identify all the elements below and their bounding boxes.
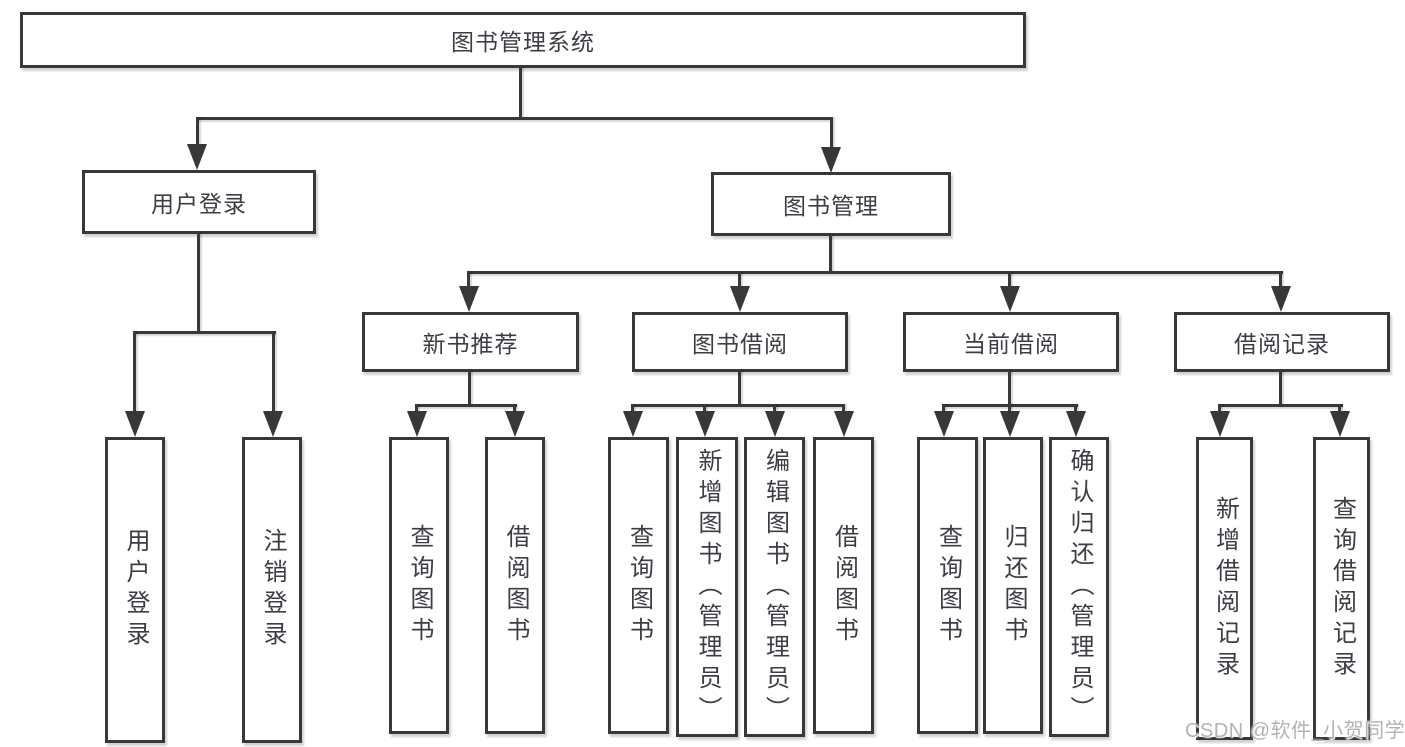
arrowhead-leaf-user-login [125,411,145,437]
leaf-br-add-record: 新增借阅记录 [1196,437,1253,740]
connector-nbr-stem [468,370,471,407]
connector-bb-stem [738,370,741,407]
node-book-borrowing: 图书借阅 [632,312,848,372]
arrowhead-bb-borrow-books [834,411,854,437]
node-borrowing-records-label: 借阅记录 [1234,331,1330,357]
leaf-cb-confirm-return-admin-label: 确认归还（管理员） [1066,447,1093,727]
leaf-user-login-label: 用户登录 [122,528,149,652]
leaf-bb-edit-books-admin: 编辑图书（管理员） [744,437,805,737]
leaf-cb-query-books-label: 查询图书 [934,523,962,648]
connector-book-management-stem [829,234,832,274]
connector-user-login-child1 [133,331,136,413]
leaf-logout: 注销登录 [242,437,302,743]
arrowhead-bb-edit-books [765,411,785,437]
arrowhead-cb-confirm-return [1066,411,1086,437]
connector-br-child2 [1338,404,1341,414]
node-root: 图书管理系统 [20,12,1026,68]
connector-nbr-child2 [513,404,516,414]
arrowhead-cb-query-books [934,411,954,437]
arrowhead-user-login [187,144,207,170]
leaf-nbr-query-books: 查询图书 [389,437,449,734]
connector-cb-child1 [942,404,945,414]
leaf-bb-edit-books-admin-label: 编辑图书（管理员） [761,447,789,727]
leaf-nbr-borrow-books-label: 借阅图书 [502,523,529,648]
arrowhead-borrowing-records [1271,286,1291,312]
arrowhead-br-add-record [1210,411,1230,437]
arrowhead-br-query-record [1330,411,1350,437]
connector-bb-child4 [842,404,845,414]
leaf-cb-confirm-return-admin: 确认归还（管理员） [1049,437,1109,737]
connector-nbr-child1 [415,404,418,414]
node-book-management-label: 图书管理 [783,193,879,219]
arrowhead-new-book-recommend [459,286,479,312]
leaf-cb-return-books: 归还图书 [983,437,1043,734]
connector-nbr-bus [415,404,517,407]
connector-br-stem [1279,370,1282,407]
connector-root-to-book-management [830,117,833,149]
node-book-management: 图书管理 [711,172,951,236]
connector-book-management-bus [467,271,1283,274]
connector-to-borrowing-records [1279,271,1282,289]
connector-root-stem [519,66,522,119]
arrowhead-bb-query-books [623,411,643,437]
arrowhead-cb-return-books [1000,411,1020,437]
connector-to-new-book-recommend [467,271,470,289]
node-borrowing-records: 借阅记录 [1174,312,1390,372]
csdn-watermark: CSDN @软件_小贺同学 [1185,720,1405,742]
arrowhead-book-borrowing [730,286,750,312]
connector-cb-child3 [1074,404,1077,414]
leaf-nbr-query-books-label: 查询图书 [406,523,433,648]
connector-bb-child2 [703,404,706,414]
leaf-br-add-record-label: 新增借阅记录 [1211,495,1239,682]
arrowhead-nbr-borrow-books [505,411,525,437]
connector-user-login-stem [197,232,200,334]
connector-bb-child3 [773,404,776,414]
leaf-cb-query-books: 查询图书 [917,437,978,734]
node-current-borrowing-label: 当前借阅 [963,331,1059,357]
connector-user-login-bus [133,331,276,334]
connector-cb-stem [1008,370,1011,407]
node-root-label: 图书管理系统 [451,29,595,55]
leaf-bb-query-books-label: 查询图书 [625,523,653,648]
node-new-book-recommend: 新书推荐 [362,312,579,372]
connector-br-bus [1218,404,1343,407]
leaf-cb-return-books-label: 归还图书 [1000,523,1027,648]
arrowhead-current-borrowing [1000,286,1020,312]
connector-cb-child2 [1008,404,1011,414]
leaf-br-query-record: 查询借阅记录 [1313,437,1370,740]
connector-to-book-borrowing [738,271,741,289]
arrowhead-nbr-query-books [407,411,427,437]
arrowhead-bb-add-books [695,411,715,437]
leaf-bb-query-books: 查询图书 [608,437,669,734]
connector-to-current-borrowing [1008,271,1011,289]
leaf-bb-borrow-books-label: 借阅图书 [830,523,858,648]
node-new-book-recommend-label: 新书推荐 [422,331,519,357]
connector-root-bus [196,117,833,120]
leaf-bb-add-books-admin: 新增图书（管理员） [676,437,738,737]
node-book-borrowing-label: 图书借阅 [692,331,788,357]
node-user-login: 用户登录 [82,170,316,234]
connector-bb-child1 [631,404,634,414]
leaf-user-login: 用户登录 [105,437,165,743]
connector-root-to-user-login [196,117,199,147]
leaf-nbr-borrow-books: 借阅图书 [485,437,545,734]
arrowhead-leaf-logout [263,411,283,437]
leaf-br-query-record-label: 查询借阅记录 [1328,495,1356,682]
leaf-bb-add-books-admin-label: 新增图书（管理员） [694,447,721,727]
connector-user-login-child2 [272,331,275,413]
node-current-borrowing: 当前借阅 [903,312,1119,372]
connector-br-child1 [1218,404,1221,414]
connector-bb-bus [631,404,845,407]
node-user-login-label: 用户登录 [151,191,247,217]
leaf-logout-label: 注销登录 [259,528,286,652]
arrowhead-book-management [821,147,841,173]
leaf-bb-borrow-books: 借阅图书 [813,437,874,734]
